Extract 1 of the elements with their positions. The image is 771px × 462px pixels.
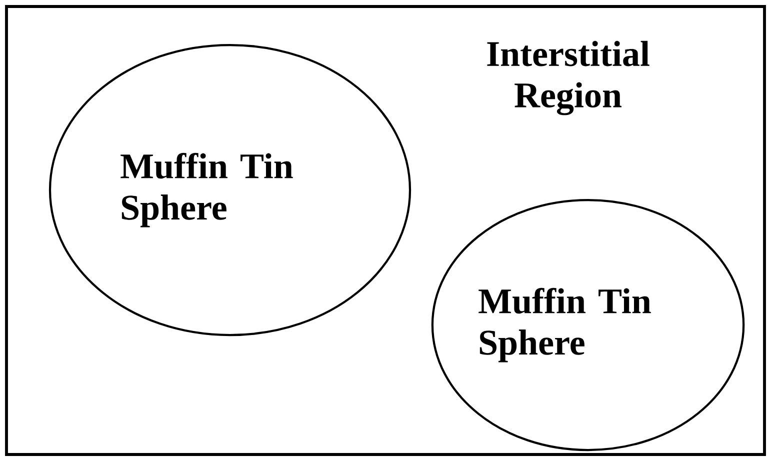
region-heading: Interstitial Region [487,40,650,116]
